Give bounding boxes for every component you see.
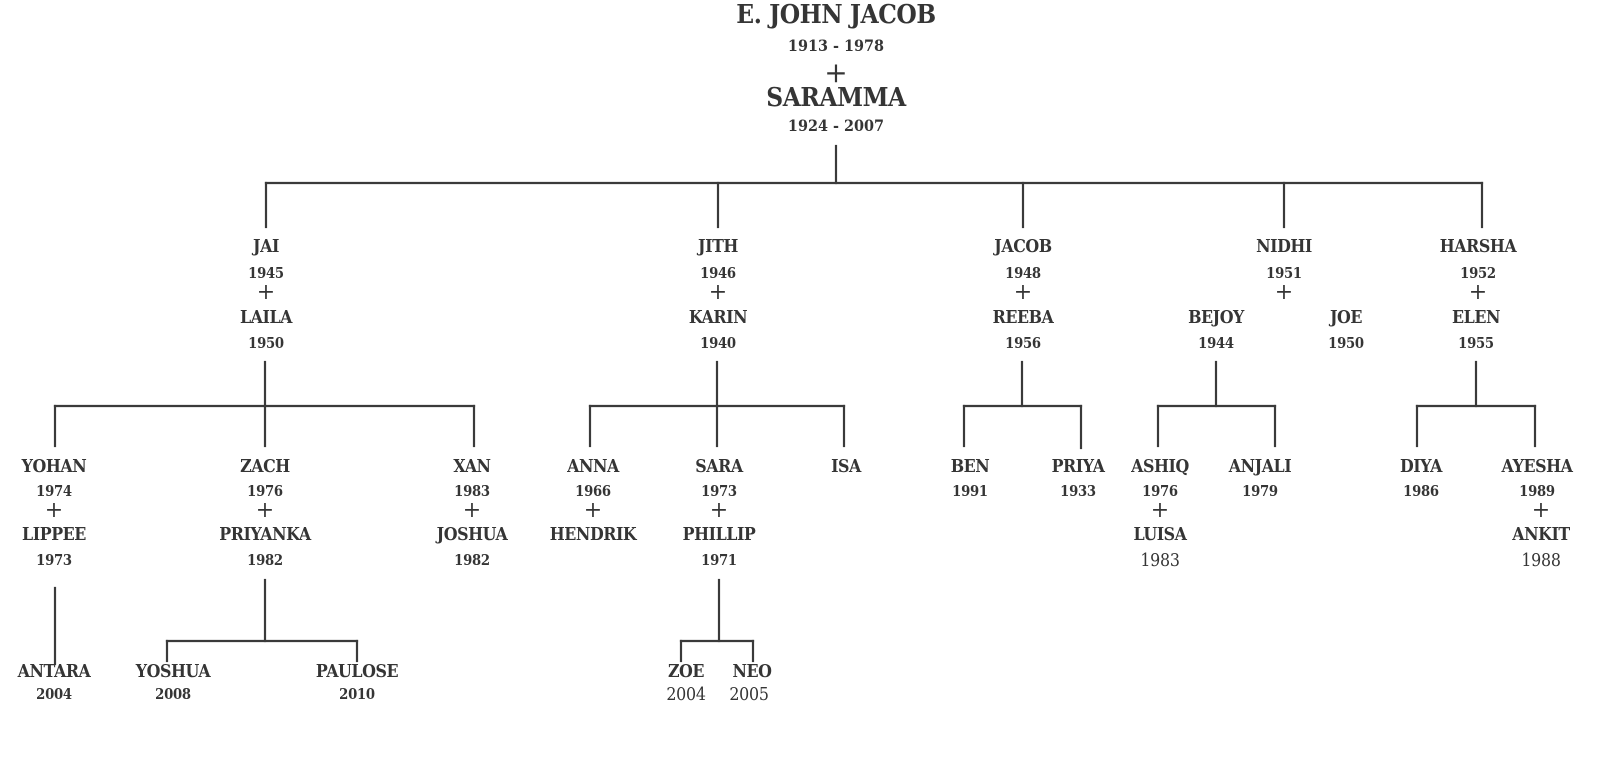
spouse-year: 1982 bbox=[454, 551, 490, 569]
spouse-year: 1956 bbox=[1005, 334, 1041, 352]
person-name: DIYA bbox=[1400, 456, 1442, 477]
person-year: 1976 bbox=[1142, 482, 1178, 500]
person-year: 1973 bbox=[701, 482, 737, 500]
spouse-name: LUISA bbox=[1133, 524, 1187, 545]
person-year: 1951 bbox=[1266, 264, 1302, 282]
spouse-year: 1988 bbox=[1521, 550, 1561, 571]
marriage-plus: + bbox=[462, 498, 482, 523]
person-year: 1952 bbox=[1460, 264, 1496, 282]
marriage-plus: + bbox=[44, 498, 64, 523]
person-year: 2004 bbox=[666, 684, 706, 705]
person-year: 1976 bbox=[247, 482, 283, 500]
person-year: 1933 bbox=[1060, 482, 1096, 500]
person-name: JACOB bbox=[994, 236, 1052, 257]
person-name: YOSHUA bbox=[135, 661, 211, 682]
marriage-plus: + bbox=[583, 498, 603, 523]
spouse-year: 1982 bbox=[247, 551, 283, 569]
spouse-name: HENDRIK bbox=[549, 524, 637, 545]
person-year: 1974 bbox=[36, 482, 72, 500]
person-year: 2008 bbox=[155, 685, 191, 703]
person-name: XAN bbox=[453, 456, 491, 477]
root-years: 1913 - 1978 bbox=[787, 36, 885, 55]
person-name: ZACH bbox=[240, 456, 290, 477]
person-name: ASHIQ bbox=[1131, 456, 1189, 477]
person-name: HARSHA bbox=[1439, 236, 1517, 257]
spouse-name: ANKIT bbox=[1512, 524, 1570, 545]
marriage-plus: + bbox=[255, 498, 275, 523]
spouse-name: KARIN bbox=[688, 307, 748, 328]
person-year: 1989 bbox=[1519, 482, 1555, 500]
root-marriage-plus: + bbox=[824, 56, 848, 89]
person-year: 1979 bbox=[1242, 482, 1278, 500]
spouse-year: 1971 bbox=[701, 551, 737, 569]
person-name: PAULOSE bbox=[315, 661, 399, 682]
person-name: SARA bbox=[695, 456, 743, 477]
person-name: ANNA bbox=[567, 456, 619, 477]
marriage-plus: + bbox=[1468, 280, 1488, 305]
spouse-year: 1940 bbox=[700, 334, 736, 352]
marriage-plus: + bbox=[1013, 280, 1033, 305]
marriage-plus: + bbox=[1274, 280, 1294, 305]
person-name: ISA bbox=[831, 456, 861, 477]
person-year: 1986 bbox=[1403, 482, 1439, 500]
person-year: 2004 bbox=[36, 685, 72, 703]
person-name: ANTARA bbox=[17, 661, 91, 682]
person-name: BEN bbox=[950, 456, 990, 477]
person-year: 1946 bbox=[700, 264, 736, 282]
person-year: 2005 bbox=[729, 684, 769, 705]
spouse-name: JOSHUA bbox=[436, 524, 508, 545]
marriage-plus: + bbox=[256, 280, 276, 305]
spouse-year: 1955 bbox=[1458, 334, 1494, 352]
marriage-plus: + bbox=[709, 498, 729, 523]
person-name: NIDHI bbox=[1256, 236, 1312, 257]
spouse-name: LIPPEE bbox=[22, 524, 86, 545]
marriage-plus: + bbox=[1531, 498, 1551, 523]
person-name: ZOE bbox=[667, 661, 705, 682]
spouse-name: REEBA bbox=[992, 307, 1054, 328]
spouse-name: PHILLIP bbox=[682, 524, 756, 545]
person-year: 1983 bbox=[454, 482, 490, 500]
person-name: JITH bbox=[698, 236, 738, 257]
root-spouse-years: 1924 - 2007 bbox=[787, 116, 885, 135]
spouse-name: LAILA bbox=[239, 307, 293, 328]
marriage-plus: + bbox=[708, 280, 728, 305]
spouse-name-bejoy: BEJOY bbox=[1188, 307, 1244, 328]
person-name: YOHAN bbox=[21, 456, 87, 477]
root-name: E. JOHN JACOB bbox=[736, 0, 936, 30]
spouse-year-bejoy: 1944 bbox=[1198, 334, 1234, 352]
person-name: AYESHA bbox=[1501, 456, 1573, 477]
root-spouse-name: SARAMMA bbox=[766, 83, 906, 113]
person-year: 1948 bbox=[1005, 264, 1041, 282]
person-name: PRIYA bbox=[1051, 456, 1105, 477]
spouse-year: 1973 bbox=[36, 551, 72, 569]
spouse-year-joe: 1950 bbox=[1328, 334, 1364, 352]
person-year: 1945 bbox=[248, 264, 284, 282]
spouse-name-joe: JOE bbox=[1329, 307, 1363, 328]
spouse-name: PRIYANKA bbox=[219, 524, 311, 545]
person-name: JAI bbox=[253, 236, 279, 257]
person-name: NEO bbox=[732, 661, 772, 682]
spouse-year: 1983 bbox=[1140, 550, 1180, 571]
person-name: ANJALI bbox=[1228, 456, 1292, 477]
person-year: 2010 bbox=[339, 685, 375, 703]
person-year: 1991 bbox=[952, 482, 988, 500]
marriage-plus: + bbox=[1150, 498, 1170, 523]
spouse-name: ELEN bbox=[1451, 307, 1501, 328]
spouse-year: 1950 bbox=[248, 334, 284, 352]
person-year: 1966 bbox=[575, 482, 611, 500]
